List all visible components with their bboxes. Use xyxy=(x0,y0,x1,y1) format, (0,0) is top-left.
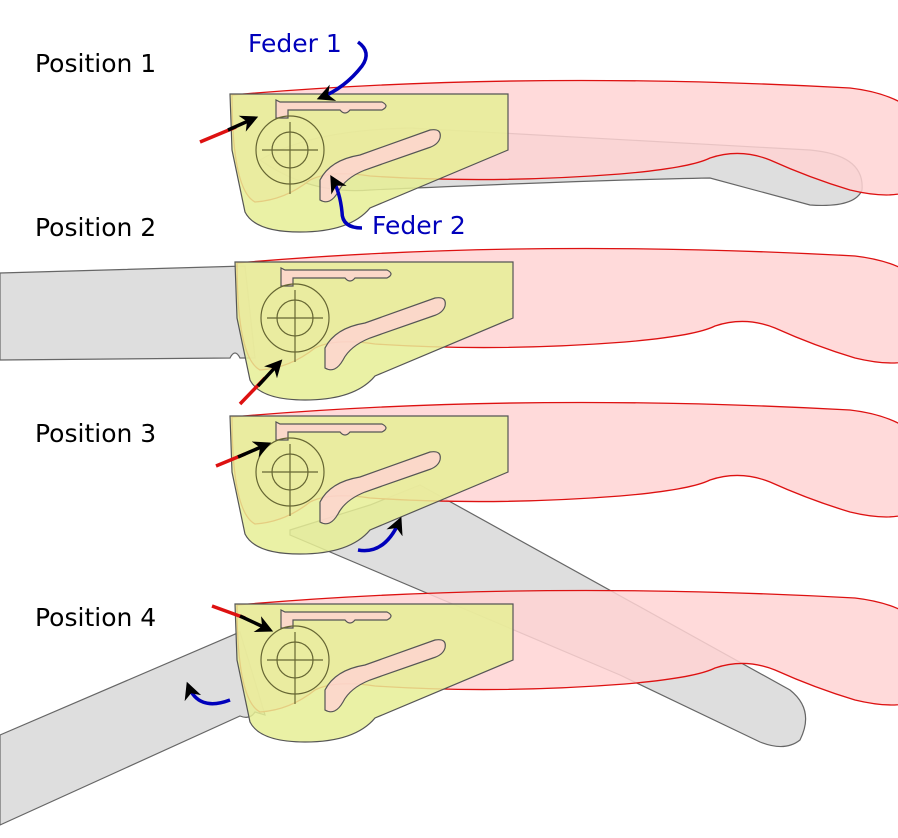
contact-arrow-icon xyxy=(256,359,283,388)
position-1-label: Position 1 xyxy=(35,49,156,78)
spring-2-label: Feder 2 xyxy=(372,211,466,240)
blade-4 xyxy=(0,631,266,826)
position-3-label: Position 3 xyxy=(35,419,156,448)
position-2-group: Position 2 xyxy=(0,213,898,406)
position-2-label: Position 2 xyxy=(35,213,156,242)
spring-plate xyxy=(234,261,514,401)
position-4-group: Position 4 xyxy=(0,589,898,826)
contact-arrow-icon xyxy=(239,614,274,633)
rotation-arrow-icon xyxy=(357,516,403,553)
contact-arrow-icon xyxy=(237,441,272,459)
force-arrow-icon xyxy=(211,604,246,620)
spring-plate xyxy=(229,93,509,233)
blade xyxy=(0,265,256,361)
contact-arrow-icon xyxy=(227,115,259,132)
spring-1-label: Feder 1 xyxy=(248,29,342,58)
spring-1-pointer-icon xyxy=(316,40,368,101)
spring-2-pointer-icon xyxy=(330,174,363,230)
rotation-arrow-icon xyxy=(184,681,231,706)
spring-plate xyxy=(234,603,514,743)
position-1-group: Position 1 Feder 1 Feder 2 xyxy=(35,29,898,240)
position-4-label: Position 4 xyxy=(35,603,156,632)
